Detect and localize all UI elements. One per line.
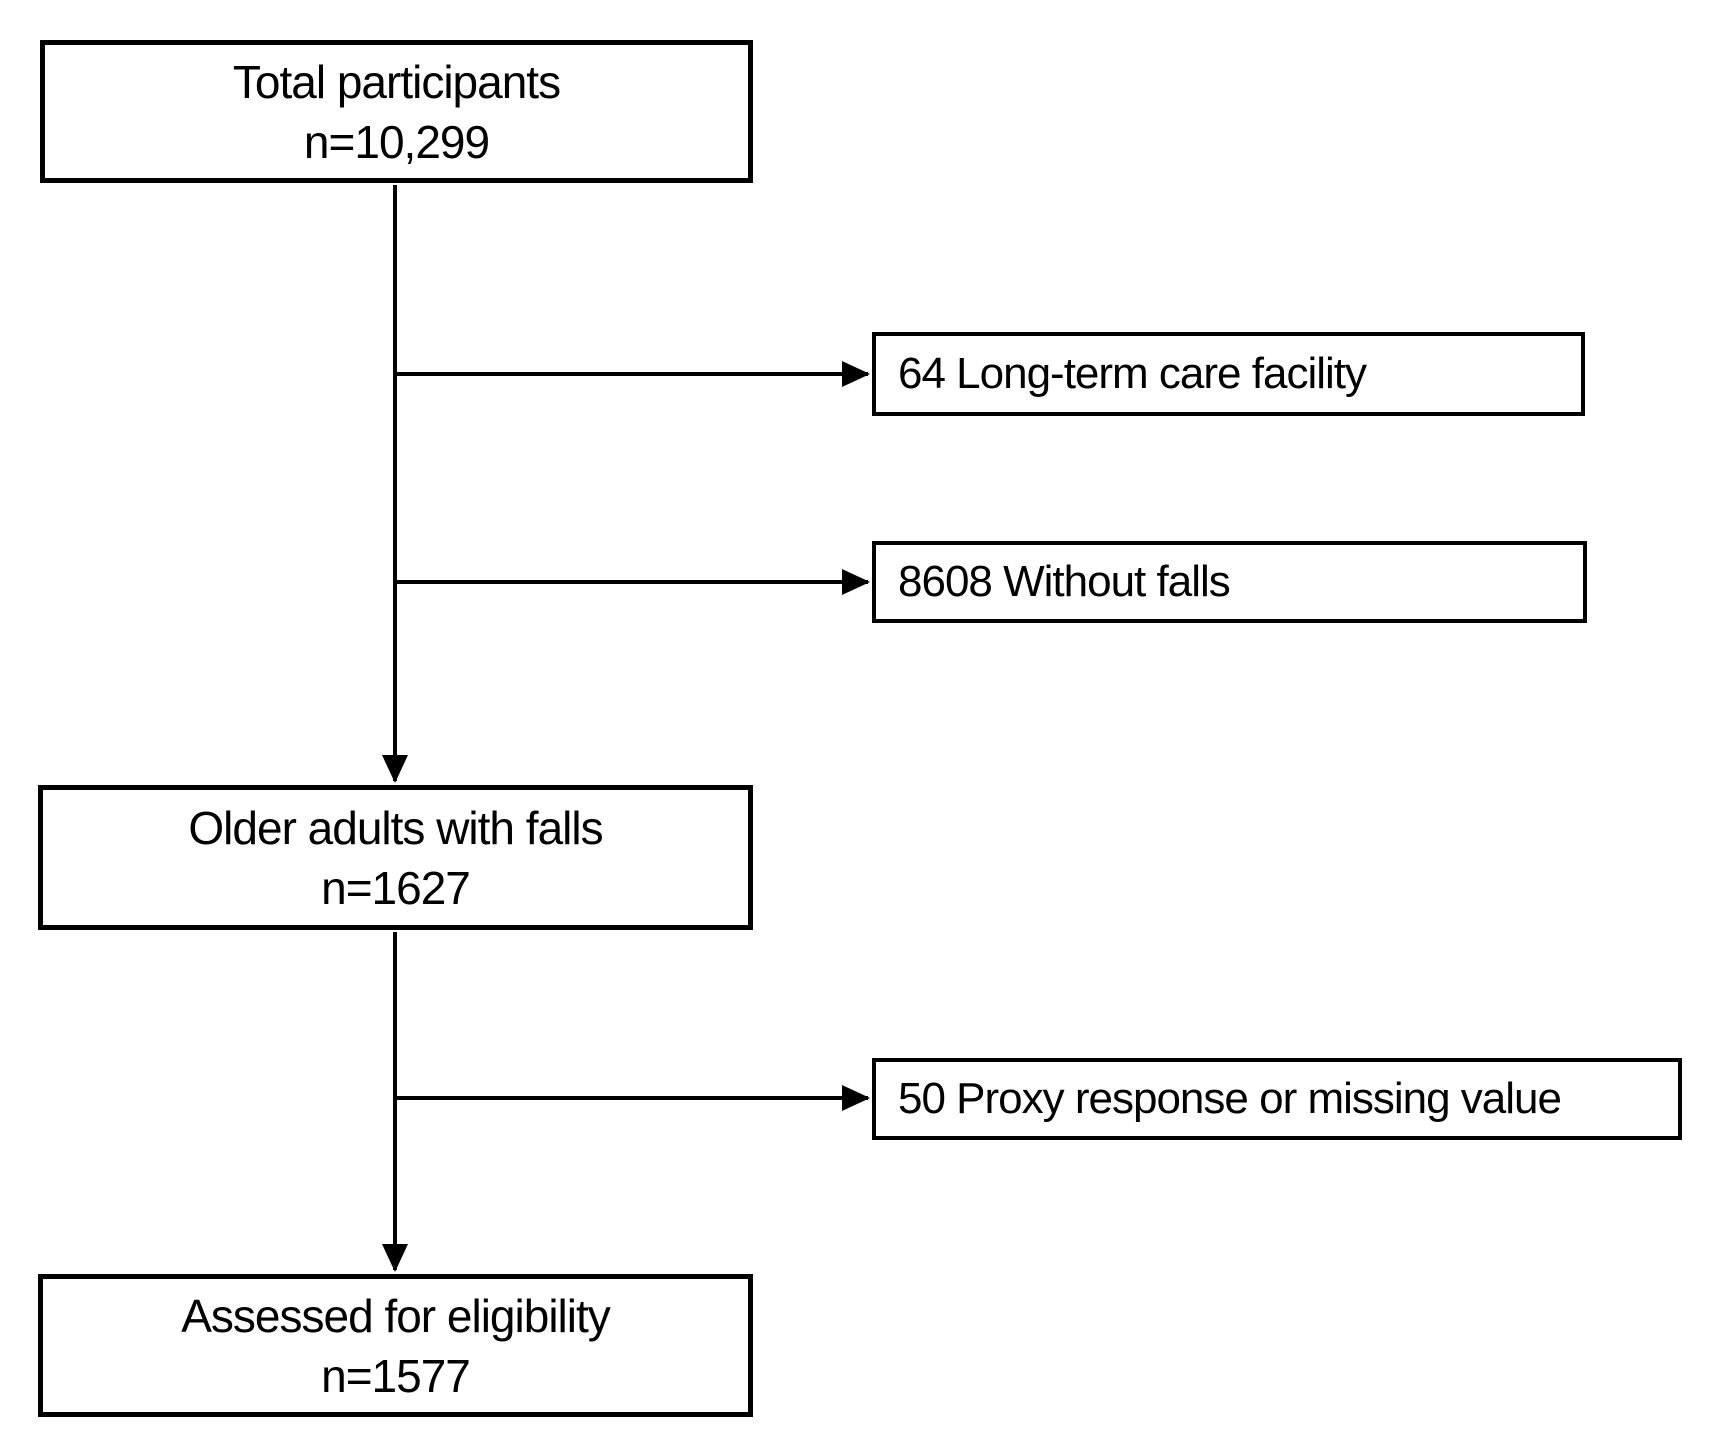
node-assessed-for-eligibility-label: Assessed for eligibility [181, 1289, 611, 1342]
node-assessed-for-eligibility-count: n=1577 [321, 1349, 471, 1402]
node-long-term-care-label: 64 Long-term care facility [898, 349, 1367, 398]
node-proxy-missing-exclusion: 50 Proxy response or missing value [872, 1058, 1682, 1140]
node-total-participants-count: n=10,299 [303, 115, 490, 168]
node-total-participants: Total participants n=10,299 [40, 40, 753, 183]
node-assessed-for-eligibility: Assessed for eligibility n=1577 [38, 1274, 753, 1417]
node-without-falls-exclusion: 8608 Without falls [872, 541, 1587, 623]
node-without-falls-label: 8608 Without falls [898, 557, 1231, 606]
node-total-participants-label: Total participants [232, 55, 561, 108]
node-older-adults-with-falls-label: Older adults with falls [188, 801, 603, 854]
node-older-adults-with-falls-count: n=1627 [321, 861, 471, 914]
node-older-adults-with-falls: Older adults with falls n=1627 [38, 785, 753, 930]
node-long-term-care-exclusion: 64 Long-term care facility [872, 332, 1585, 416]
node-proxy-missing-label: 50 Proxy response or missing value [898, 1074, 1562, 1123]
